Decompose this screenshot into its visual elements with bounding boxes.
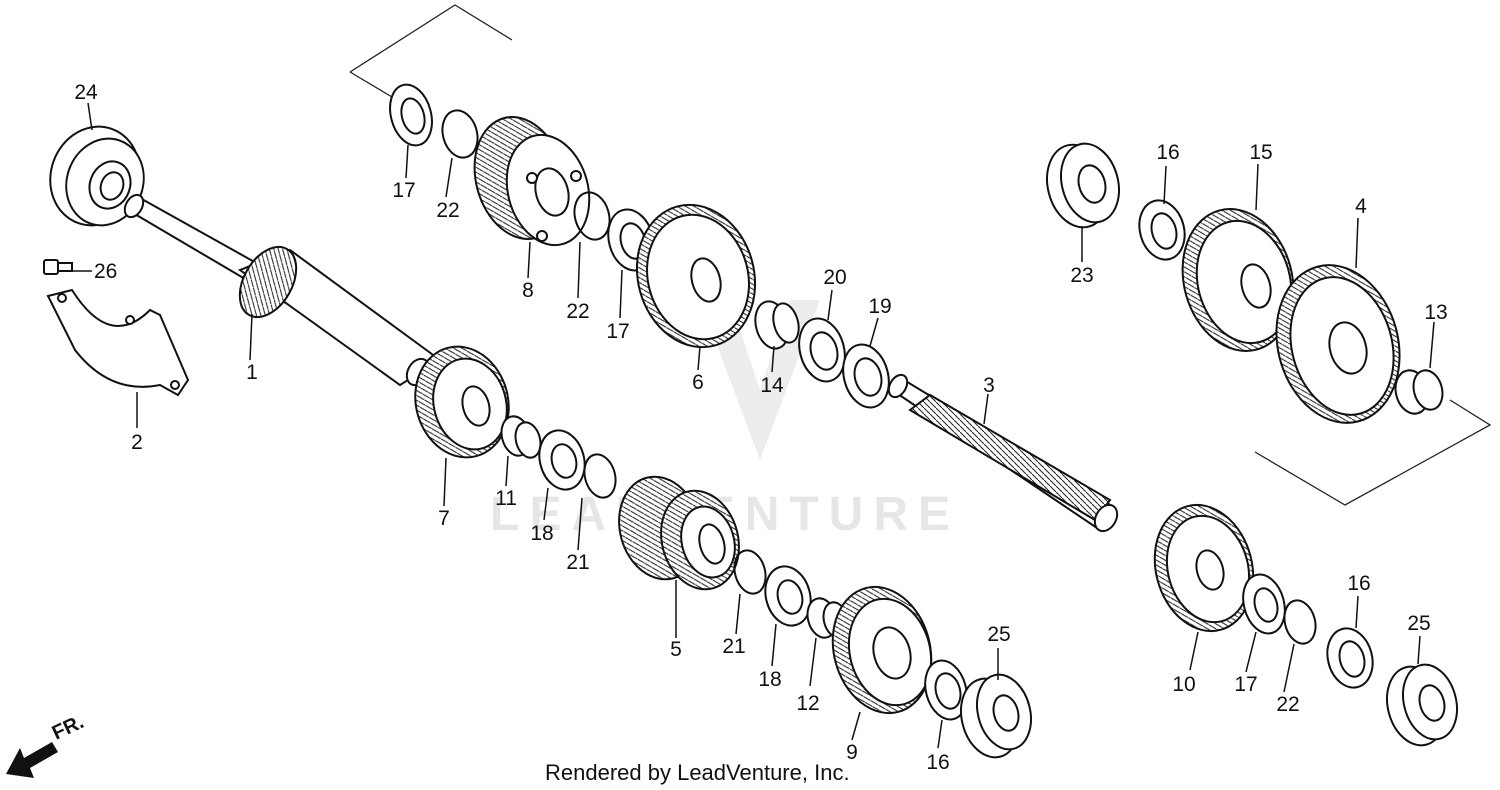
callout-25-b: 25 bbox=[1407, 612, 1430, 635]
splined-washer-part-19 bbox=[842, 343, 890, 409]
callout-4: 4 bbox=[1355, 195, 1367, 218]
splined-washer-part-18-a bbox=[538, 429, 586, 491]
callout-1: 1 bbox=[246, 361, 258, 384]
front-arrow-icon bbox=[6, 742, 58, 778]
bearing-part-25-a bbox=[960, 673, 1032, 759]
washer-part-20 bbox=[798, 317, 846, 383]
bolt-part-26 bbox=[43, 259, 73, 275]
gear-part-7 bbox=[414, 345, 510, 459]
callout-21-a: 21 bbox=[566, 551, 589, 574]
bushing-part-13 bbox=[1394, 369, 1444, 415]
callout-16-top: 16 bbox=[1156, 141, 1179, 164]
callout-22-b: 22 bbox=[566, 300, 589, 323]
washer-part-16-b bbox=[1138, 199, 1186, 261]
callout-labels: 1 2 3 4 5 6 7 8 9 10 11 12 13 14 15 16 1… bbox=[74, 81, 1447, 774]
circlip-part-21-b bbox=[733, 549, 767, 595]
gear-part-6 bbox=[635, 203, 757, 349]
callout-17-a: 17 bbox=[392, 179, 415, 202]
bearing-part-25-b bbox=[1386, 663, 1458, 747]
callout-18-b: 18 bbox=[758, 668, 781, 691]
callout-20: 20 bbox=[823, 266, 846, 289]
leader-lines bbox=[70, 102, 1435, 749]
callout-3: 3 bbox=[983, 374, 995, 397]
credit-text: Rendered by LeadVenture, Inc. bbox=[545, 760, 850, 785]
callout-19: 19 bbox=[868, 295, 891, 318]
callout-16-right: 16 bbox=[1347, 572, 1370, 595]
bearing-part-24 bbox=[49, 125, 145, 227]
callout-21-b: 21 bbox=[722, 635, 745, 658]
circlip-part-22-b bbox=[573, 191, 611, 241]
bracket-part-2 bbox=[46, 288, 190, 397]
circlip-part-22-a bbox=[441, 109, 479, 159]
callout-25-a: 25 bbox=[987, 623, 1010, 646]
callout-5: 5 bbox=[670, 638, 682, 661]
callout-10: 10 bbox=[1172, 673, 1195, 696]
callout-24: 24 bbox=[74, 81, 98, 104]
needle-bearing-part-14 bbox=[754, 300, 800, 350]
washer-part-16-c bbox=[1326, 627, 1374, 689]
callout-2: 2 bbox=[131, 431, 143, 454]
splined-washer-part-17-a bbox=[389, 83, 433, 147]
callout-8: 8 bbox=[522, 279, 534, 302]
group-bracket-right bbox=[1254, 399, 1492, 506]
callout-14: 14 bbox=[760, 374, 784, 397]
countershaft-part-3 bbox=[887, 373, 1119, 533]
washer-part-16-a bbox=[924, 659, 968, 721]
callout-23: 23 bbox=[1070, 264, 1093, 287]
gear-part-15 bbox=[1181, 208, 1295, 352]
callout-22-c: 22 bbox=[1276, 693, 1299, 716]
splined-washer-part-18-b bbox=[764, 565, 812, 627]
gear-part-4 bbox=[1275, 264, 1401, 424]
callout-17-c: 17 bbox=[1234, 673, 1257, 696]
callout-11: 11 bbox=[495, 487, 517, 510]
gear-part-8 bbox=[473, 116, 591, 247]
front-direction-indicator: FR. bbox=[6, 711, 87, 778]
callout-9: 9 bbox=[846, 741, 858, 764]
callout-13: 13 bbox=[1424, 301, 1447, 324]
gear-part-5 bbox=[618, 475, 740, 591]
callout-16-bottom: 16 bbox=[926, 751, 949, 774]
bearing-part-23 bbox=[1046, 142, 1120, 229]
callout-7: 7 bbox=[438, 507, 450, 530]
callout-18-a: 18 bbox=[530, 522, 553, 545]
callout-12: 12 bbox=[796, 692, 819, 715]
circlip-part-22-c bbox=[1283, 599, 1317, 645]
callout-22-a: 22 bbox=[436, 199, 459, 222]
callout-6: 6 bbox=[692, 371, 704, 394]
gear-part-9 bbox=[831, 585, 933, 715]
group-bracket-top bbox=[349, 4, 513, 98]
splined-washer-part-17-c bbox=[1242, 573, 1286, 635]
callout-15: 15 bbox=[1249, 141, 1272, 164]
bushing-part-11 bbox=[500, 415, 542, 459]
circlip-part-21-a bbox=[583, 453, 617, 499]
callout-17-b: 17 bbox=[606, 320, 629, 343]
gear-part-10 bbox=[1153, 503, 1255, 633]
svg-text:FR.: FR. bbox=[49, 711, 87, 745]
callout-26: 26 bbox=[94, 260, 117, 283]
